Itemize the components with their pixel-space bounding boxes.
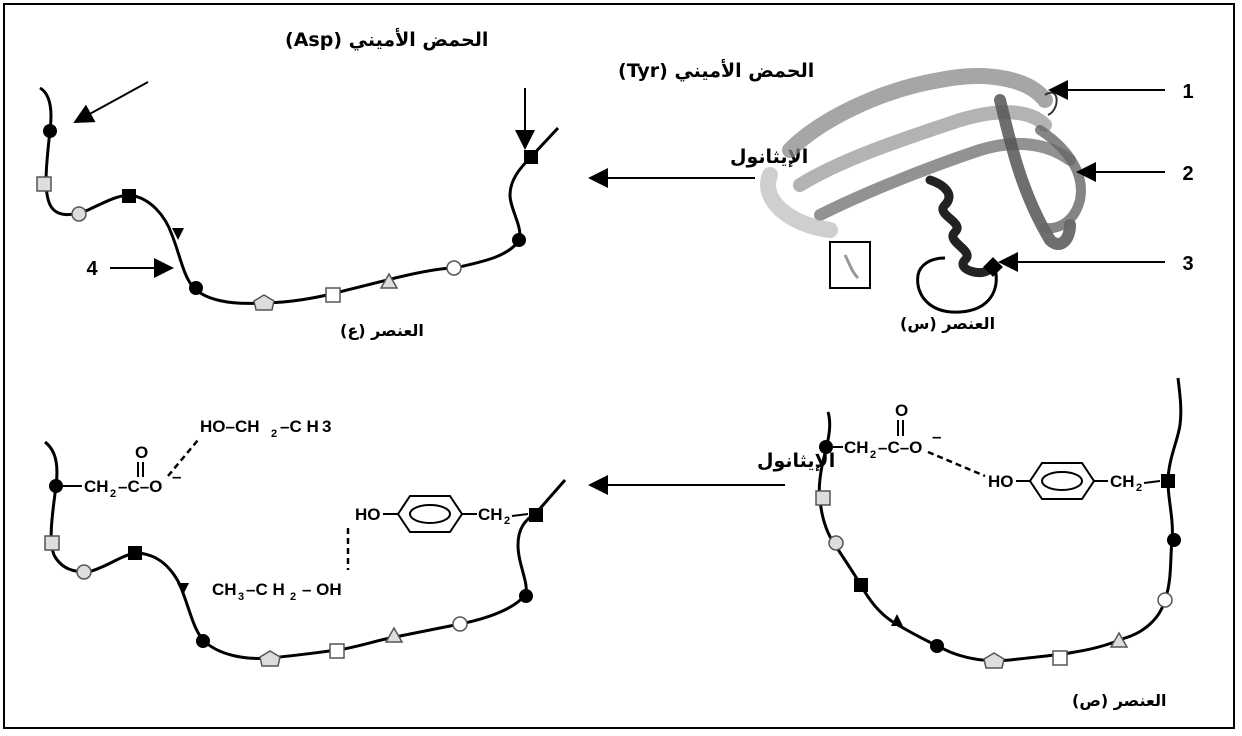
label-2: 2 <box>1182 163 1193 185</box>
residue-circle <box>828 535 844 551</box>
minus-text-right: – <box>932 427 941 446</box>
ho-ch2-sub: 2 <box>271 428 277 440</box>
asp-label: الحمض الأميني (Asp) <box>285 28 488 51</box>
o-top-text-right: O <box>895 401 908 420</box>
residue-pentagon <box>259 650 281 667</box>
o-top-text: O <box>135 443 148 462</box>
ch3-tail-text: –C H <box>246 580 285 599</box>
residue-dark-circle <box>519 589 533 603</box>
residue-dark-circle <box>49 479 63 493</box>
ho-ethanol-text: HO–CH <box>200 417 260 436</box>
residue-triangle <box>384 626 404 643</box>
residue-dark-triangle <box>177 583 189 595</box>
ring-ch2-sub: 2 <box>504 515 510 527</box>
residue-triangle <box>379 272 399 289</box>
ho-text-right: HO <box>988 472 1014 491</box>
residue-square <box>36 176 52 192</box>
residue-square <box>325 287 341 303</box>
residue-dark-square <box>524 150 538 164</box>
residue-dark-triangle <box>172 228 184 240</box>
benzene-ring-right <box>1028 462 1096 500</box>
asp-pointer-arrow <box>73 81 149 123</box>
ring-ch2-sub-right: 2 <box>1136 482 1142 494</box>
residue-circle <box>71 206 87 222</box>
residue-dark-circle <box>1167 533 1181 547</box>
side-chains-right: CH 2 –C–O – O HO CH 2 <box>833 401 1161 500</box>
residue-dark-square <box>128 546 142 560</box>
figure-frame <box>3 3 1235 729</box>
ethanol-label-bottom: الإيثانول <box>757 450 835 472</box>
residue-triangle <box>1109 631 1129 648</box>
element-ain-chain <box>36 86 560 311</box>
residue-square <box>1052 650 1068 666</box>
residue-dark-circle <box>512 233 526 247</box>
ho-ch3-sub: 3 <box>322 417 331 436</box>
element-ain-label: العنصر (ع) <box>340 321 424 340</box>
residue-circle <box>446 260 462 276</box>
residue-circle <box>1157 592 1173 608</box>
residue-dark-circle <box>819 440 833 454</box>
residue-dark-square <box>122 189 136 203</box>
benzene-ring <box>396 495 464 533</box>
label-3: 3 <box>1182 253 1193 275</box>
residue-circle <box>452 616 468 632</box>
label-4: 4 <box>86 258 98 280</box>
residue-dark-circle <box>196 634 210 648</box>
residue-square <box>815 490 831 506</box>
residue-dark-square <box>1161 474 1175 488</box>
ho-tail-text: –C H <box>280 417 319 436</box>
residue-dark-circle <box>930 639 944 653</box>
residue-dark-circle <box>189 281 203 295</box>
tyr-side-chain-left: HO CH 2 CH 3 –C H 2 – OH <box>212 495 529 603</box>
protein-ribbon <box>760 68 1086 314</box>
highlight-box <box>829 241 871 289</box>
element-sin-label: العنصر (س) <box>900 314 995 333</box>
ring-ch2-text: CH <box>478 505 503 524</box>
element-sad-label: العنصر (ص) <box>1072 691 1167 710</box>
residue-dark-square <box>529 508 543 522</box>
element-sad-chain <box>815 377 1183 669</box>
tyr-label: الحمض الأميني (Tyr) <box>618 59 814 82</box>
ho-ring-text: HO <box>355 505 381 524</box>
oh-text: – OH <box>302 580 342 599</box>
minus-text: – <box>172 467 181 486</box>
residue-circle <box>76 564 92 580</box>
ch2-text: CH <box>84 477 109 496</box>
residue-dark-diamond <box>983 257 1003 277</box>
c-o-text: –C–O <box>118 477 162 496</box>
ring-ch2-text-right: CH <box>1110 472 1135 491</box>
ch3-tail-sub: 2 <box>290 591 296 603</box>
element-ain-ethanol-chain <box>44 440 567 667</box>
residue-dark-circle <box>43 124 57 138</box>
ch2-text-right: CH <box>844 438 869 457</box>
residue-pentagon <box>983 652 1005 669</box>
residue-square <box>44 535 60 551</box>
residue-pentagon <box>253 294 275 311</box>
residue-dark-square <box>854 578 868 592</box>
ch3-text: CH <box>212 580 237 599</box>
asp-side-chain-left: CH 2 –C–O – O HO–CH 2 –C H 3 <box>63 417 331 500</box>
residue-dark-triangle <box>891 614 903 626</box>
ch2-sub-right: 2 <box>870 449 876 461</box>
label-1: 1 <box>1182 81 1193 103</box>
ch2-sub: 2 <box>110 488 116 500</box>
residue-square <box>329 643 345 659</box>
c-o-text-right: –C–O <box>878 438 922 457</box>
ch3-sub: 3 <box>238 591 244 603</box>
